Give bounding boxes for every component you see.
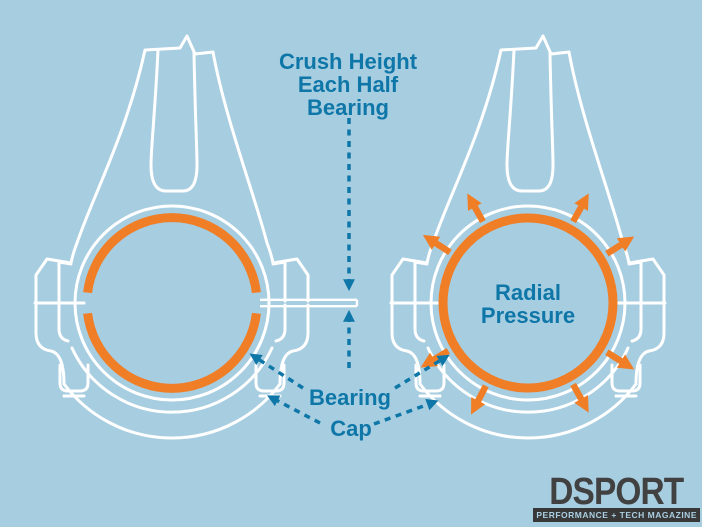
radial-pressure-arrow [605, 349, 635, 370]
crush-height-label: Crush Height Each Half Bearing [248, 50, 448, 119]
bearing-pointer-right [394, 354, 450, 390]
dsport-logo-title: DSPORT [549, 471, 685, 513]
bearing-pointer-left [249, 353, 304, 390]
radial-pressure-arrow [420, 348, 450, 368]
bearing-label: Bearing [309, 385, 391, 410]
dsport-logo: DSPORT PERFORMANCE + TECH MAGAZINE [533, 471, 700, 522]
crush-height-label-line3: Bearing [307, 95, 389, 120]
bearing-upper-half [83, 213, 261, 294]
crush-height-label-line2: Each Half [297, 72, 399, 97]
radial-pressure-arrow [471, 384, 489, 415]
radial-pressure-arrow [422, 234, 452, 256]
cap-pointer-left [267, 395, 321, 425]
radial-pressure-arrow [570, 382, 589, 413]
left-connecting-rod [33, 34, 359, 440]
dsport-logo-tagline: PERFORMANCE + TECH MAGAZINE [533, 508, 700, 522]
cap-label: Cap [330, 416, 372, 441]
bearing-lower-half [83, 312, 261, 393]
bearing-ring-full [438, 213, 618, 393]
crush-height-label-line1: Crush Height [278, 49, 418, 74]
radial-pressure-arrow [570, 193, 589, 224]
bearing-ring-split [83, 213, 261, 393]
radial-pressure-label-line2: Pressure [480, 303, 576, 328]
radial-pressure-arrow [605, 236, 635, 257]
radial-pressure-label-line1: Radial [494, 280, 562, 305]
cap-pointer-right [373, 399, 439, 426]
radial-pressure-label: Radial Pressure [428, 281, 628, 327]
radial-pressure-arrow [467, 193, 486, 224]
crush-height-tab [260, 298, 359, 308]
callout-arrows [249, 118, 450, 426]
